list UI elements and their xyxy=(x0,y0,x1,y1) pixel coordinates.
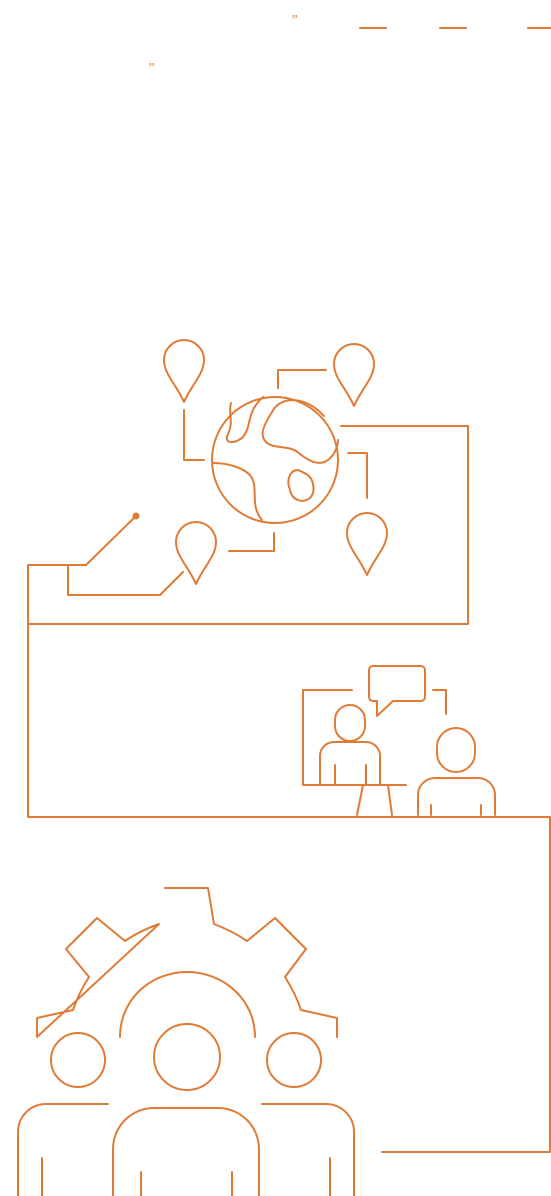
globe-network xyxy=(28,340,468,624)
location-pin-icon xyxy=(334,344,374,406)
speech-bubble-icon xyxy=(369,666,425,716)
video-conference-icon xyxy=(303,666,495,815)
connector-line xyxy=(28,624,550,1152)
team-gear-icon xyxy=(18,888,354,1196)
location-pin-icon xyxy=(164,340,204,402)
quote-mark-top: ” xyxy=(290,13,298,28)
globe-icon xyxy=(212,397,338,523)
quote-mark-left: ” xyxy=(147,61,155,76)
location-pin-icon xyxy=(176,522,216,584)
location-pin-icon xyxy=(347,513,387,575)
